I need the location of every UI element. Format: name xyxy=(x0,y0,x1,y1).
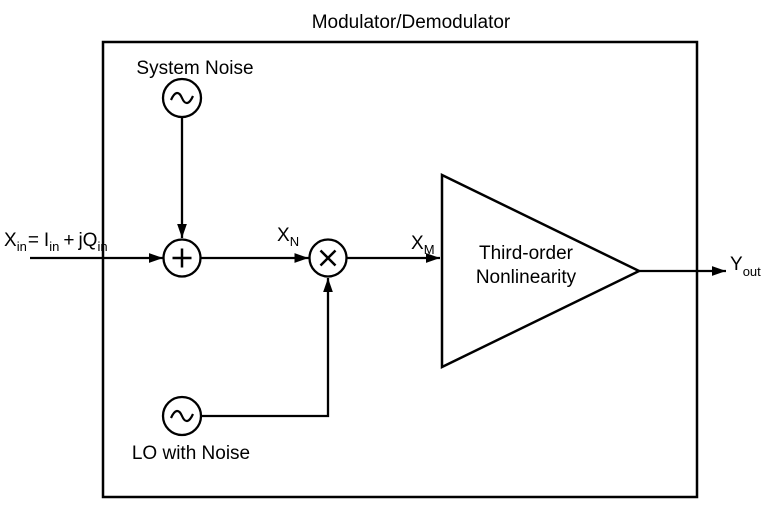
output-base: Y xyxy=(730,254,743,275)
input-jq-term: jQ xyxy=(77,230,97,251)
xn-label: XN xyxy=(277,225,299,249)
input-equals: = xyxy=(28,230,39,251)
modulator-box xyxy=(101,40,699,499)
xm-label: XM xyxy=(411,233,435,257)
diagram-title: Modulator/Demodulator xyxy=(312,12,511,33)
xm-base: X xyxy=(411,233,424,254)
nonlinearity-label-line2: Nonlinearity xyxy=(476,267,577,288)
input-base: X xyxy=(4,230,17,251)
lo-line xyxy=(201,278,333,418)
input-plus: + xyxy=(63,230,74,251)
nonlinearity-triangle xyxy=(440,173,642,369)
lo-noise-label: LO with Noise xyxy=(132,443,250,464)
input-sub1: in xyxy=(17,239,27,254)
input-i-term: I xyxy=(44,230,49,251)
sine-icon xyxy=(169,91,195,105)
cross-icon xyxy=(319,249,337,267)
xn-sub: N xyxy=(290,234,299,249)
nonlinearity-label-line1: Third-order xyxy=(479,243,574,264)
output-sub: out xyxy=(743,264,761,279)
sine-icon xyxy=(169,409,195,423)
input-signal-label: Xin=Iin+jQin xyxy=(4,230,108,254)
xn-base: X xyxy=(277,225,290,246)
system-noise-label: System Noise xyxy=(136,58,253,79)
output-label: Yout xyxy=(730,254,761,279)
input-sub2: in xyxy=(49,239,59,254)
input-sub3: in xyxy=(97,239,107,254)
xm-sub: M xyxy=(424,242,435,257)
plus-icon xyxy=(172,248,192,268)
